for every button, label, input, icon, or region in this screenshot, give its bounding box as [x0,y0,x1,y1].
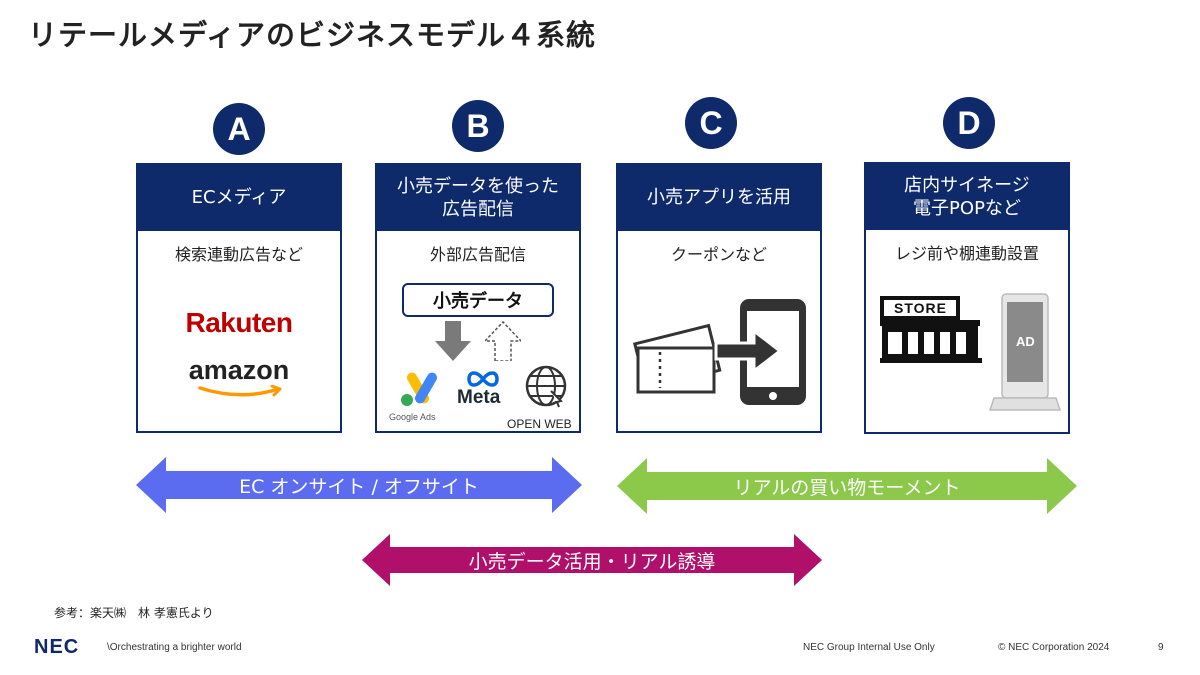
amazon-logo: amazon [188,355,290,385]
coupon-ticket-icon [633,323,722,394]
column-d-header: 店内サイネージ 電子POPなど [866,164,1068,230]
column-b-header: 小売データを使った 広告配信 [377,165,579,231]
column-c-subtitle: クーポンなど [670,245,767,264]
tagline: \Orchestrating a brighter world [107,642,242,653]
storefront-icon [880,296,982,363]
column-a-badge: A [213,103,265,155]
column-b-subtitle: 外部広告配信 [429,245,526,264]
open-web-label: OPEN WEB [507,417,572,431]
retail-data-pill: 小売データ [402,283,554,317]
page-number: 9 [1158,642,1164,653]
ec-onsite-offsite-arrow: EC オンサイト / オフサイト [136,457,582,513]
column-a-subtitle: 検索連動広告など [174,245,303,264]
retail-data-arrow: 小売データ活用・リアル誘導 [362,534,822,586]
rakuten-logo: Rakuten [185,307,293,338]
internal-use-label: NEC Group Internal Use Only [803,642,935,653]
google-ads-icon [401,372,437,406]
ad-screen-label: AD [1016,334,1035,349]
column-a-card: ECメディア 検索連動広告など Rakuten amazon [136,163,342,433]
google-ads-label: Google Ads [389,412,436,422]
column-b-badge: B [452,100,504,152]
globe-icon [525,365,567,408]
real-shopping-arrow-label: リアルの買い物モーメント [733,476,961,499]
store-sign-label: STORE [894,300,947,316]
meta-label: Meta [457,387,501,408]
digital-signage-icon [988,293,1062,411]
up-arrow-icon [485,321,521,361]
column-a-header: ECメディア [138,165,340,231]
amazon-smile-icon [198,385,282,397]
column-c-card: 小売アプリを活用 クーポンなど [616,163,822,433]
retail-data-arrow-label: 小売データ活用・リアル誘導 [468,550,716,573]
page-title: リテールメディアのビジネスモデル４系統 [28,18,596,52]
column-c-header: 小売アプリを活用 [618,165,820,231]
reference-note: 参考：楽天㈱ 林 孝憲氏より [54,606,214,620]
column-d-subtitle: レジ前や棚連動設置 [894,244,1039,263]
down-arrow-icon [435,321,471,361]
copyright: © NEC Corporation 2024 [998,642,1110,653]
column-c-badge: C [685,97,737,149]
column-b-card: 小売データを使った 広告配信 外部広告配信 小売データ Google Ads M… [375,163,581,433]
column-d-card: 店内サイネージ 電子POPなど レジ前や棚連動設置 STORE AD [864,162,1070,434]
column-d-badge: D [943,97,995,149]
smartphone-with-arrow-icon [714,299,806,405]
meta-infinity-icon [467,371,499,387]
real-shopping-moment-arrow: リアルの買い物モーメント [617,458,1077,514]
ec-arrow-label: EC オンサイト / オフサイト [239,475,479,498]
nec-logo: NEC [34,636,80,658]
